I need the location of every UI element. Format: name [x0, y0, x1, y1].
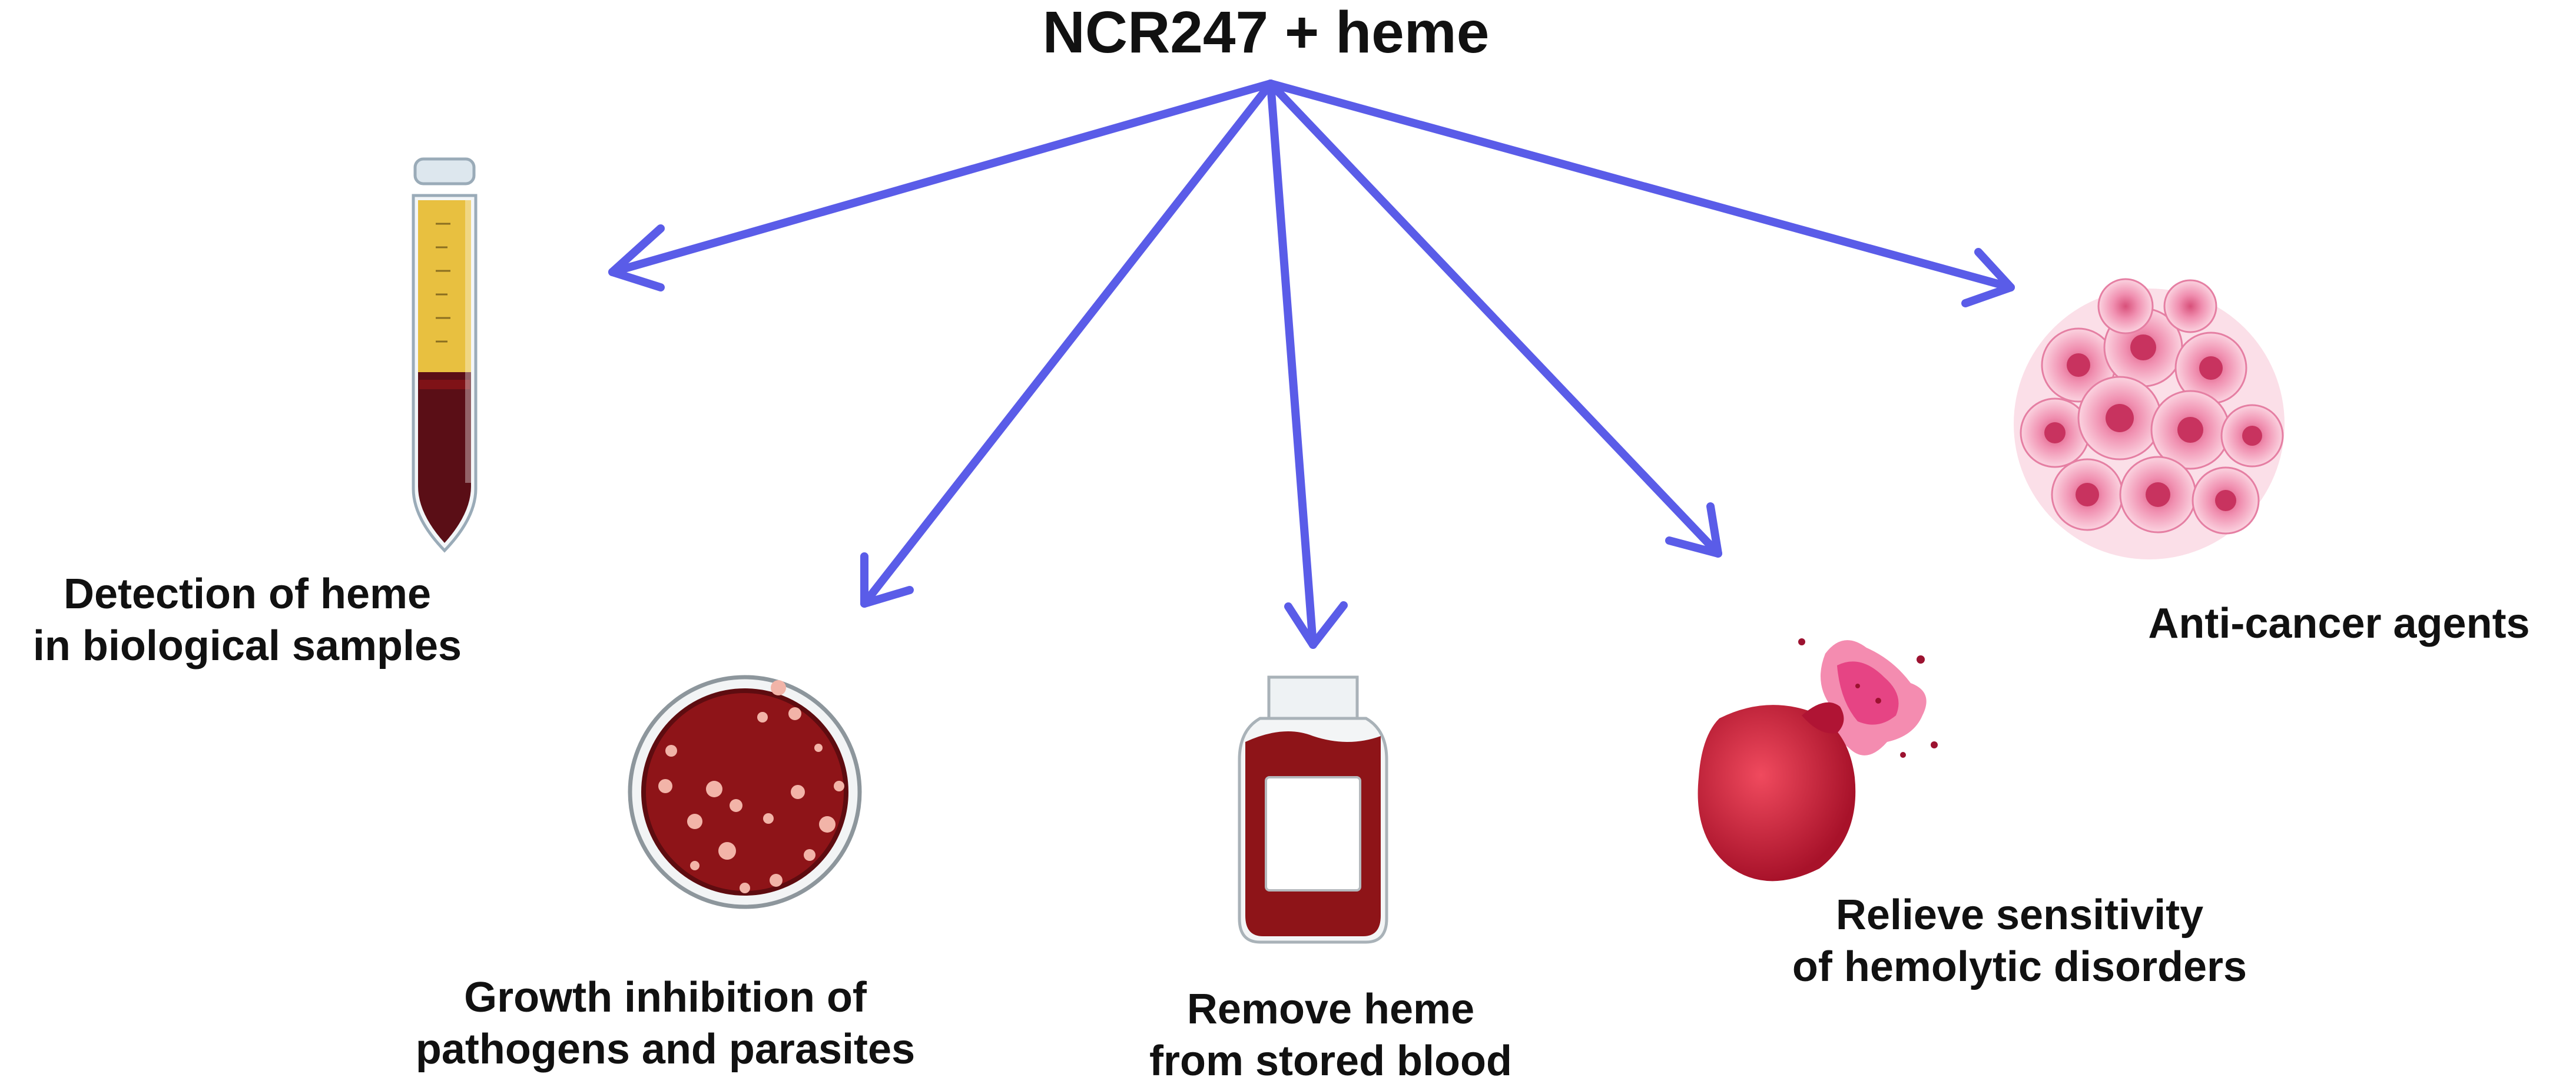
- arrow-to-remove: [1267, 79, 1348, 649]
- label-growth: Growth inhibition of pathogens and paras…: [371, 972, 960, 1075]
- cancer-cell-cluster-icon: [2014, 278, 2285, 559]
- label-relieve-line1: Relieve sensitivity: [1835, 892, 2204, 939]
- label-anticancer: Anti-cancer agents: [2102, 598, 2576, 649]
- arrow-to-detection: [608, 79, 1275, 291]
- label-detection-line1: Detection of heme: [63, 571, 432, 618]
- arrow-to-anticancer: [1267, 79, 2015, 307]
- label-remove: Remove heme from stored blood: [1078, 983, 1584, 1087]
- arrow-to-growth: [860, 79, 1275, 608]
- label-growth-line1: Growth inhibition of: [464, 974, 867, 1021]
- bursting-red-blood-cell-icon: [1698, 638, 1938, 881]
- label-detection: Detection of heme in biological samples: [0, 568, 495, 672]
- diagram-title: NCR247 + heme: [1042, 0, 1490, 65]
- label-relieve: Relieve sensitivity of hemolytic disorde…: [1737, 889, 2302, 993]
- label-relieve-line2: of hemolytic disorders: [1792, 943, 2247, 990]
- label-anticancer-line1: Anti-cancer agents: [2148, 600, 2530, 647]
- test-tube-icon: [412, 157, 478, 553]
- arrow-to-relieve: [1267, 79, 1722, 558]
- label-remove-line1: Remove heme: [1186, 986, 1475, 1033]
- label-growth-line2: pathogens and parasites: [415, 1026, 916, 1073]
- petri-dish-icon: [628, 675, 862, 909]
- label-remove-line2: from stored blood: [1149, 1038, 1512, 1085]
- arrows: [608, 79, 2015, 649]
- label-detection-line2: in biological samples: [32, 622, 462, 670]
- blood-bag-icon: [1238, 675, 1388, 944]
